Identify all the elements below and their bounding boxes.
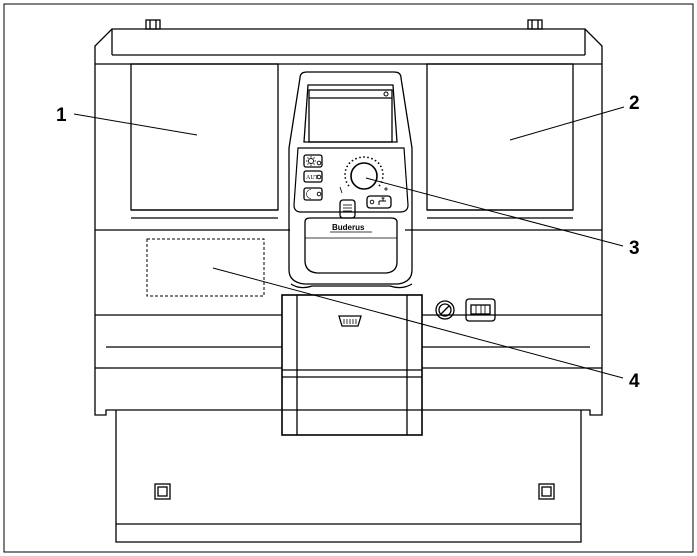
cabinet-body	[94, 28, 603, 416]
connector-housing	[281, 283, 423, 436]
left-compartment	[130, 63, 279, 211]
fuse-slot-icon	[440, 305, 450, 315]
screw-right	[538, 483, 555, 500]
leader-line-2	[509, 106, 625, 141]
base-section	[115, 410, 582, 543]
rotary-knob[interactable]	[339, 156, 388, 194]
night-mode-led	[316, 191, 322, 197]
rotary-knob-icon	[350, 162, 378, 190]
main-switch[interactable]	[465, 298, 496, 322]
callout-4: 4	[629, 371, 640, 392]
auto-mode-led	[316, 174, 322, 180]
leader-line-3	[365, 177, 624, 247]
leader-line-4	[212, 267, 624, 379]
tap-icon	[378, 197, 386, 205]
leader-line-1	[73, 113, 198, 136]
hot-water-button[interactable]	[366, 195, 392, 209]
fuse-holder[interactable]	[435, 300, 455, 320]
dial-scale-dots	[344, 156, 384, 187]
auto-mode-button[interactable]: AUT	[303, 170, 323, 183]
module-slot-dashed	[146, 238, 265, 297]
hinge-right	[527, 19, 543, 30]
screw-left	[154, 483, 171, 500]
callout-1: 1	[56, 105, 67, 126]
controller-flap: Buderus	[304, 217, 398, 274]
service-socket	[339, 199, 356, 219]
brand-label: Buderus	[332, 223, 365, 232]
diagnostic-port[interactable]	[338, 315, 362, 327]
hot-water-led	[369, 199, 375, 205]
figure-frame	[3, 3, 694, 553]
night-mode-button[interactable]	[303, 187, 323, 201]
day-mode-led	[316, 160, 322, 166]
moon-icon	[306, 189, 312, 199]
auto-mode-label: AUT	[306, 175, 319, 181]
port-pins-icon	[343, 319, 357, 324]
day-mode-button[interactable]	[303, 154, 323, 168]
callout-2: 2	[629, 93, 640, 114]
sun-icon	[306, 156, 316, 166]
hinge-left	[145, 19, 161, 30]
controller-module	[288, 71, 413, 285]
callout-3: 3	[629, 238, 640, 259]
display-window	[308, 89, 393, 143]
right-compartment	[426, 63, 574, 211]
